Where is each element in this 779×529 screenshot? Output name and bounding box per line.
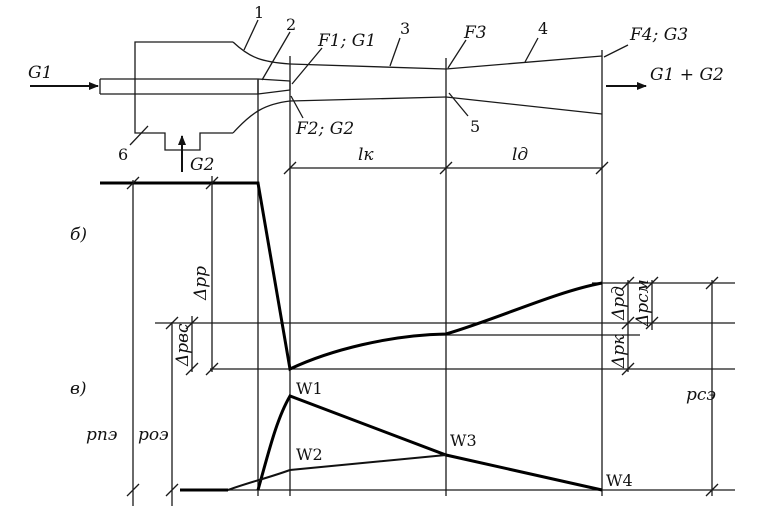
velocity-graph <box>126 394 735 497</box>
label-length-d: lд <box>512 145 528 165</box>
label-section-f2: F2; G2 <box>295 119 354 139</box>
label-panel-b: б) <box>70 225 87 245</box>
velocity-w2-curve <box>227 454 447 491</box>
label-flow-out: G1 + G2 <box>650 65 724 85</box>
leader-6 <box>129 125 149 146</box>
label-p-oe: pоэ <box>138 425 169 445</box>
label-dp-k: Δpк <box>609 334 629 369</box>
label-panel-v: в) <box>70 379 87 399</box>
confuser-top-wall <box>232 41 291 65</box>
label-section-f4: F4; G3 <box>629 25 688 45</box>
leader-3 <box>389 37 401 67</box>
label-flow-in: G1 <box>28 63 52 83</box>
leader-1 <box>243 19 259 51</box>
label-part-5: 5 <box>470 117 480 136</box>
mixing-chamber-top <box>289 63 447 70</box>
diffuser-bottom <box>445 96 603 115</box>
leader-4 <box>524 37 539 63</box>
label-w4: W4 <box>606 471 633 490</box>
label-p-se: pсэ <box>686 385 716 405</box>
label-section-f3: F3 <box>463 23 487 43</box>
label-dp-sm: Δpсм <box>633 279 653 327</box>
label-section-f1: F1; G1 <box>317 31 376 51</box>
nozzle-pipe <box>99 78 291 95</box>
diffuser-top <box>445 55 603 70</box>
label-dp-vs: Δpвс <box>173 323 193 367</box>
label-length-k: lк <box>358 145 374 165</box>
mixing-chamber-bottom <box>289 96 447 102</box>
text-labels: G1 G1 + G2 G2 1 2 3 4 5 6 F1; G1 F2; G2 … <box>28 3 724 490</box>
pressure-curve <box>100 181 603 372</box>
leader-f3 <box>447 39 467 69</box>
pressure-graph <box>100 176 735 376</box>
label-w3: W3 <box>450 431 477 450</box>
leader-5 <box>448 92 469 117</box>
label-part-1: 1 <box>254 3 264 22</box>
ejector-schematic <box>30 19 647 175</box>
label-part-3: 3 <box>400 19 410 38</box>
label-part-6: 6 <box>118 145 128 164</box>
leader-2 <box>261 31 291 81</box>
leader-f4 <box>603 44 629 58</box>
label-part-4: 4 <box>538 19 548 38</box>
label-w1: W1 <box>296 379 323 398</box>
label-flow-side: G2 <box>190 155 214 175</box>
velocity-w1-curve <box>256 394 603 492</box>
label-part-2: 2 <box>286 15 296 34</box>
leader-f2 <box>290 95 304 119</box>
label-dp-p: Δpp <box>191 266 211 301</box>
section-lines <box>132 80 713 506</box>
confuser-bottom-wall <box>232 100 291 134</box>
velocity-ticks <box>126 483 719 497</box>
pressure-ticks <box>126 176 719 376</box>
suction-chamber <box>134 41 233 151</box>
label-dp-d: Δpд <box>609 286 629 321</box>
label-p-pe: pпэ <box>86 425 117 445</box>
leader-f1 <box>291 47 323 85</box>
label-w2: W2 <box>296 445 323 464</box>
